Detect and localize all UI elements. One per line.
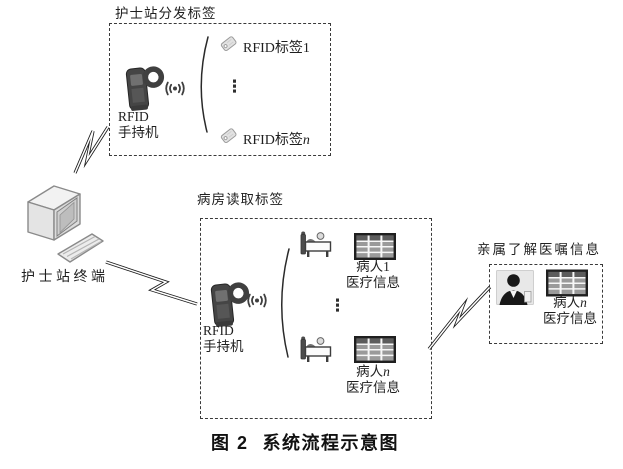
family-patient-n-line2: 医疗信息 — [543, 310, 597, 326]
ellipsis-ward: ⋮ — [329, 296, 346, 316]
rfid-tag-1-label: RFID标签1 — [243, 41, 310, 56]
reader-label-line1: RFID — [118, 109, 149, 124]
family-box-title: 亲属了解医嘱信息 — [477, 242, 601, 257]
family-patient-n-line1: 病人n — [538, 295, 602, 311]
wireless-signal-icon — [245, 293, 269, 308]
patient-bed-icon — [299, 229, 333, 259]
patient-n-prefix: 病人 — [356, 364, 384, 379]
computer-terminal-icon — [22, 178, 110, 268]
medical-info-table-icon — [354, 336, 396, 363]
patient-n-line2: 医疗信息 — [346, 379, 400, 395]
figure-caption-text: 系统流程示意图 — [262, 433, 399, 453]
rfid-tag-icon — [219, 126, 238, 145]
patient-n-suffix: n — [383, 364, 390, 379]
family-patient-n-prefix: 病人 — [553, 295, 581, 310]
ellipsis-distribute: ⋮ — [226, 77, 243, 97]
rfid-tag-icon — [219, 34, 238, 53]
distribute-reader-label: RFID 手持机 — [118, 109, 159, 140]
rfid-handheld-icon — [121, 65, 167, 113]
reader-label-line2: 手持机 — [118, 124, 159, 140]
ward-box-title: 病房读取标签 — [197, 192, 284, 207]
family-patient-n-suffix: n — [580, 295, 587, 310]
figure-caption-label: 图 2 — [210, 433, 249, 453]
distribute-box-title: 护士站分发标签 — [115, 6, 217, 21]
patient-bed-icon — [299, 334, 333, 364]
distribute-box — [109, 23, 331, 156]
patient-1-info-label: 病人1 医疗信息 — [341, 259, 405, 290]
reader-label-line2: 手持机 — [203, 338, 244, 354]
lightning-link-terminal-to-distribute — [73, 126, 110, 174]
patient-1-line1: 病人1 — [356, 259, 390, 274]
lightning-link-terminal-to-ward — [105, 260, 198, 306]
tag-n-prefix: RFID标签 — [243, 133, 303, 148]
lightning-link-ward-to-family — [427, 285, 492, 350]
ward-box — [200, 218, 432, 419]
ward-reader-label: RFID 手持机 — [203, 323, 244, 354]
patient-n-line1: 病人n — [341, 364, 405, 380]
wireless-signal-icon — [163, 81, 187, 96]
medical-info-table-icon — [546, 269, 588, 297]
tag-n-suffix: n — [302, 133, 310, 148]
patient-1-line2: 医疗信息 — [346, 274, 400, 290]
terminal-label: 护士站终端 — [21, 270, 109, 285]
reader-label-line1: RFID — [203, 323, 234, 338]
family-member-icon — [496, 270, 534, 305]
rfid-tag-n-label: RFID标签n — [243, 129, 310, 149]
patient-n-info-label: 病人n 医疗信息 — [341, 364, 405, 395]
family-box — [489, 264, 603, 344]
figure-caption: 图 2 系统流程示意图 — [140, 429, 470, 455]
medical-info-table-icon — [354, 233, 396, 260]
family-patient-n-info-label: 病人n 医疗信息 — [538, 295, 602, 326]
